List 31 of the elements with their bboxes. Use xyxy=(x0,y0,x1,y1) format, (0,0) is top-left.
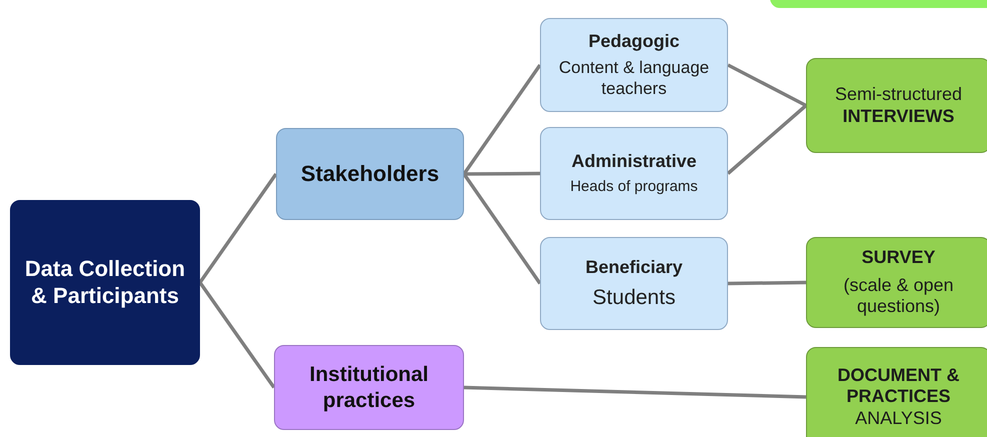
node-label: Stakeholders xyxy=(300,160,440,188)
node-label: Data Collection & Participants xyxy=(24,256,186,309)
node-box xyxy=(274,345,464,430)
node-heading: Beneficiary xyxy=(585,257,683,279)
node-heading: Administrative xyxy=(571,150,697,172)
connector-line xyxy=(464,172,540,176)
connector-line xyxy=(726,104,808,175)
node-box xyxy=(806,58,987,153)
node-label: Semi-structured INTERVIEWS xyxy=(834,84,964,128)
node-box xyxy=(806,237,987,328)
connector-line xyxy=(462,64,542,175)
node-heading: Pedagogic xyxy=(588,30,680,52)
node-box xyxy=(540,18,728,112)
connector-line xyxy=(727,63,807,108)
node-box xyxy=(540,237,728,330)
node-label: Institutional practices xyxy=(308,362,430,413)
node-box xyxy=(276,128,464,220)
connector-line xyxy=(462,173,542,284)
node-heading: SURVEY xyxy=(862,247,936,269)
connector-line xyxy=(464,386,806,399)
node-text: Heads of programs xyxy=(570,178,698,196)
node-text: Students xyxy=(592,284,676,310)
node-text: (scale & open questions) xyxy=(842,274,955,318)
connector-line xyxy=(728,280,806,286)
node-text: Content & language teachers xyxy=(558,58,710,100)
node-box xyxy=(10,200,200,365)
node-box xyxy=(540,127,728,220)
node-label: DOCUMENT & PRACTICES ANALYSIS xyxy=(836,364,960,430)
node-box xyxy=(806,347,987,437)
connector-line xyxy=(198,173,278,284)
connector-line xyxy=(198,282,276,388)
